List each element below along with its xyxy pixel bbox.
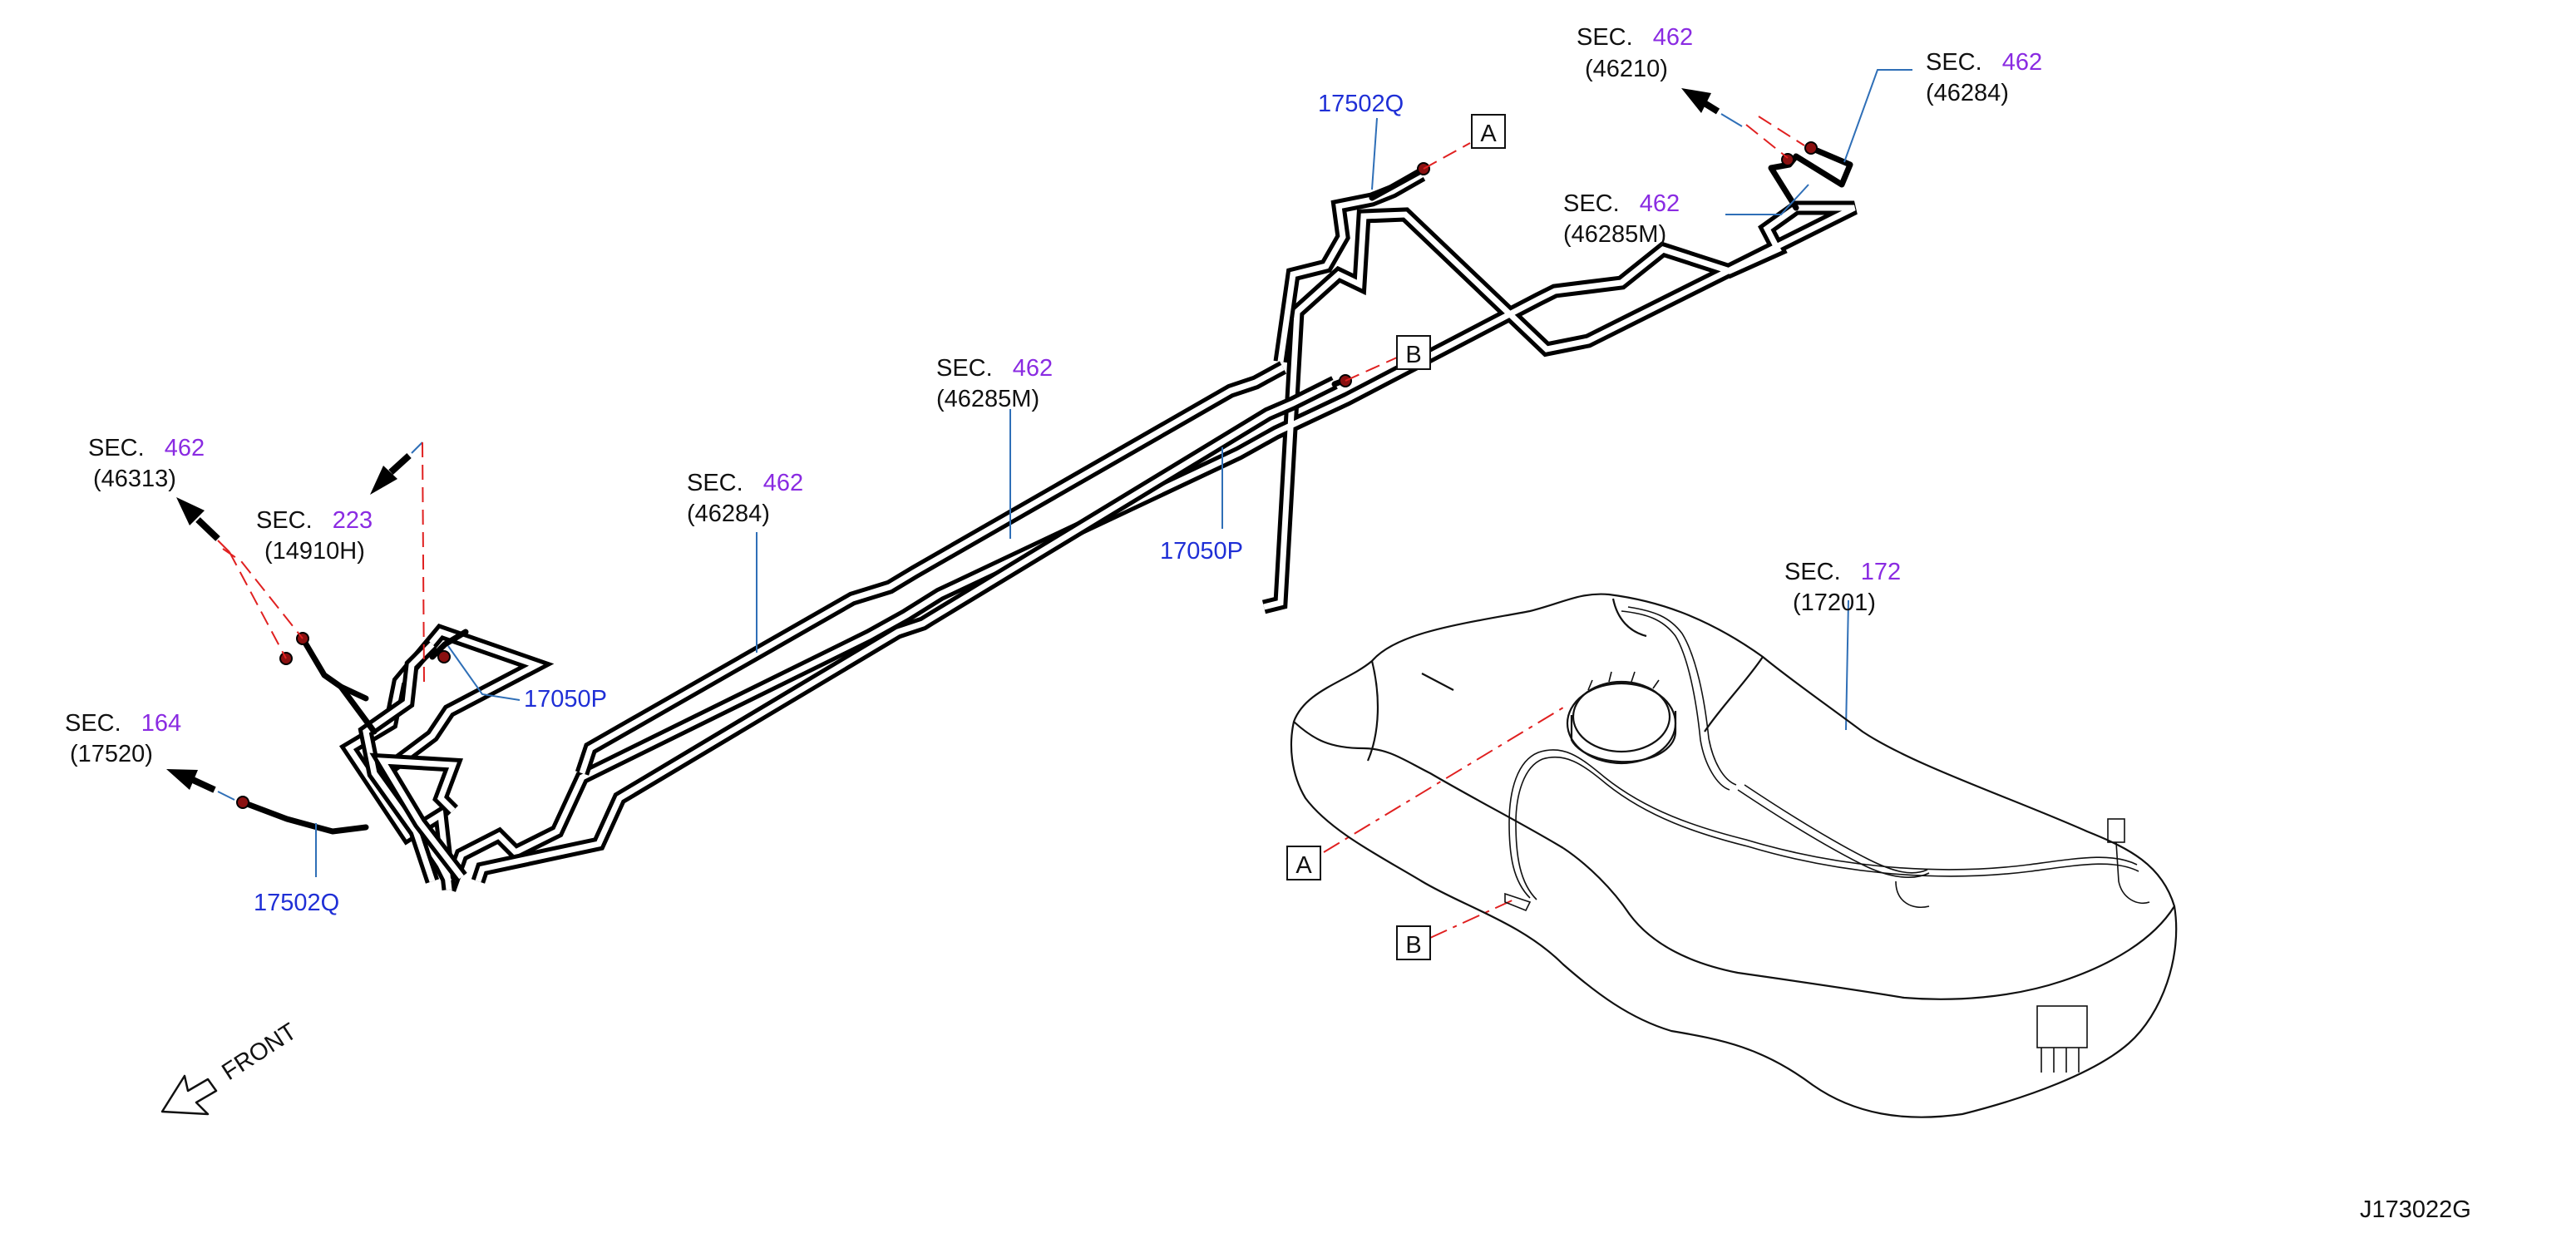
connector-dot bbox=[1781, 153, 1794, 166]
part-17201: (17201) bbox=[1793, 589, 1876, 616]
label-sec-46285m-right: SEC. 462 bbox=[1563, 190, 1680, 217]
hose-a-top bbox=[1369, 166, 1427, 201]
sec-word: SEC. bbox=[256, 507, 313, 534]
label-sec-17201: SEC. 172 bbox=[1784, 559, 1901, 585]
hose-46313-branch bbox=[338, 683, 369, 702]
arrow-46313 bbox=[176, 497, 230, 553]
connector-dot bbox=[437, 650, 451, 663]
hose-14910h bbox=[429, 629, 469, 660]
leader-17502q-top bbox=[1371, 117, 1378, 190]
part-46284-right: (46284) bbox=[1926, 80, 2009, 106]
dash-46313 bbox=[222, 548, 303, 659]
ref-b-top-label: B bbox=[1405, 342, 1421, 368]
sec-word: SEC. bbox=[1784, 559, 1841, 585]
sec-word: SEC. bbox=[1926, 49, 1982, 76]
sec-number: 164 bbox=[141, 710, 181, 737]
hose-46313 bbox=[299, 635, 378, 735]
sec-word: SEC. bbox=[936, 355, 993, 382]
sec-number: 462 bbox=[1013, 355, 1053, 382]
sec-number: 462 bbox=[1640, 190, 1680, 217]
arrow-17520 bbox=[166, 769, 235, 801]
hose-17520 bbox=[239, 799, 369, 835]
pipe-main-outer bbox=[442, 200, 1858, 892]
part-17502q-left: 17502Q bbox=[254, 890, 339, 916]
ref-a-top-label: A bbox=[1480, 121, 1497, 147]
sec-number: 462 bbox=[2002, 49, 2042, 76]
pipe-left-cluster bbox=[338, 624, 555, 890]
dash-a-top bbox=[1423, 142, 1471, 170]
leader-46284-right bbox=[1843, 69, 1912, 163]
part-46284-mid: (46284) bbox=[687, 501, 770, 527]
dash-b-tank bbox=[1429, 897, 1518, 939]
sec-word: SEC. bbox=[1577, 24, 1633, 51]
diagram-id: J173022G bbox=[2360, 1196, 2471, 1223]
sec-number: 462 bbox=[165, 435, 205, 461]
connector-dot bbox=[236, 796, 249, 809]
ref-box-b-tank bbox=[1396, 925, 1431, 960]
connector-dot bbox=[1804, 141, 1818, 155]
leader-17050p-left bbox=[447, 645, 521, 701]
part-17502q-top: 17502Q bbox=[1318, 91, 1404, 117]
dash-14910h bbox=[422, 441, 425, 683]
ref-box-a-tank bbox=[1286, 846, 1321, 880]
sec-word: SEC. bbox=[687, 470, 743, 496]
label-sec-14910h: SEC. 223 bbox=[256, 507, 373, 534]
part-17520: (17520) bbox=[70, 741, 153, 767]
leader-17201 bbox=[1845, 599, 1849, 731]
dash-b-top bbox=[1345, 357, 1398, 382]
sec-number: 462 bbox=[1653, 24, 1693, 51]
sec-word: SEC. bbox=[88, 435, 145, 461]
sec-number: 462 bbox=[763, 470, 803, 496]
arrow-14910h bbox=[370, 441, 423, 495]
dash-46210 bbox=[1745, 116, 1805, 159]
label-sec-46210: SEC. 462 bbox=[1577, 24, 1693, 51]
label-sec-17520: SEC. 164 bbox=[65, 710, 181, 737]
hose-right-upper bbox=[1768, 145, 1853, 211]
ref-box-a-top bbox=[1471, 114, 1506, 149]
label-sec-46284-right: SEC. 462 bbox=[1926, 49, 2042, 76]
front-arrow-icon bbox=[160, 1074, 218, 1116]
ref-a-tank-label: A bbox=[1295, 852, 1312, 879]
part-17050p-mid: 17050P bbox=[1160, 538, 1243, 565]
arrow-46210 bbox=[1681, 88, 1743, 127]
leader-46285m-right bbox=[1725, 184, 1809, 215]
label-sec-46285m-mid: SEC. 462 bbox=[936, 355, 1053, 382]
front-direction-indicator: FRONT bbox=[160, 1018, 302, 1116]
part-46285m-mid: (46285M) bbox=[936, 386, 1039, 412]
pipe-main-middle bbox=[575, 168, 1426, 776]
sec-number: 172 bbox=[1861, 559, 1901, 585]
label-sec-46313: SEC. 462 bbox=[88, 435, 205, 461]
fuel-tank-illustration bbox=[1290, 593, 2178, 1118]
label-sec-46284-mid: SEC. 462 bbox=[687, 470, 803, 496]
sec-word: SEC. bbox=[65, 710, 121, 737]
sec-word: SEC. bbox=[1563, 190, 1620, 217]
part-17050p-left: 17050P bbox=[524, 686, 607, 713]
part-14910h: (14910H) bbox=[264, 538, 365, 565]
ref-b-tank-label: B bbox=[1405, 932, 1421, 959]
pipe-main-inner bbox=[471, 376, 1338, 884]
part-46285m-right: (46285M) bbox=[1563, 221, 1666, 248]
front-label: FRONT bbox=[217, 1018, 301, 1085]
ref-box-b-top bbox=[1396, 335, 1431, 370]
part-46210: (46210) bbox=[1585, 56, 1668, 82]
sec-number: 223 bbox=[333, 507, 373, 534]
part-46313: (46313) bbox=[93, 466, 176, 492]
dash-a-tank bbox=[1323, 704, 1568, 853]
